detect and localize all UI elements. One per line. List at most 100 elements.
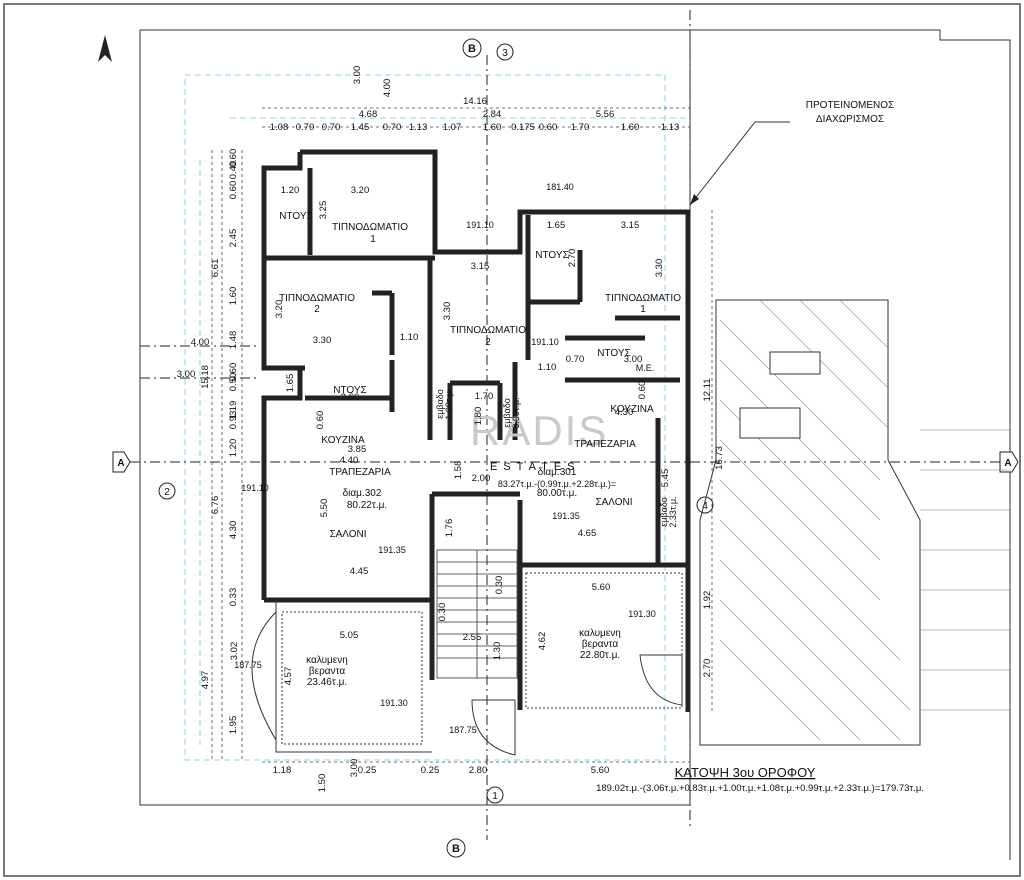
room-label-dining: ΤΡΑΠΕΖΑΡΙΑ [329, 467, 391, 478]
level-marker: 191.30 [380, 698, 408, 708]
dimension-label: 1.92 [702, 591, 713, 610]
dimension-label: 3.02 [229, 642, 240, 661]
dimension-label: 0.60 [315, 411, 326, 430]
dimension-label: 3.30 [313, 335, 332, 346]
veranda-label: βεραντα [582, 639, 618, 650]
axis-marker-b-bottom: B [446, 838, 466, 858]
dimension-label: 3.00 [177, 369, 196, 380]
area-formula: 189.02τ.μ.-(3.06τ.μ.+0.83τ.μ.+1.00τ.μ.+1… [596, 783, 924, 794]
dimension-label: 2.70 [702, 659, 713, 678]
dimension-label: 3.30 [654, 259, 665, 278]
veranda-label: καλυμενη [579, 628, 621, 639]
dimension-label: 1.10 [538, 362, 557, 373]
proposed-division-label: ΔΙΑΧΩΡΙΣΜΟΣ [816, 114, 884, 125]
proposed-division-label: ΠΡΟΤΕΙΝΟΜΕΝΟΣ [806, 100, 894, 111]
dimension-label: 1.80 [473, 407, 484, 426]
dimension-label: 0.30 [494, 576, 505, 595]
shaft-label: εμβαδο [659, 497, 669, 527]
veranda-label: καλυμενη [306, 655, 348, 666]
room-label-kitchen: ΚΟΥΖΙΝΑ [321, 435, 365, 446]
dimension-label: 0.60 [539, 122, 558, 133]
room-label-me: Μ.Ε. [636, 363, 655, 373]
dimension-label: 2.84 [483, 109, 502, 120]
room-label-dining: ΤΡΑΠΕΖΑΡΙΑ [574, 439, 636, 450]
dimension-label: 2.00 [472, 473, 491, 484]
room-label-wc: ΝΤΟΥΣ [333, 385, 366, 396]
room-label-bedroom: ΤΙΠΝΟΔΩΜΑΤΙΟ [450, 325, 526, 336]
dimension-label: 1.10 [400, 332, 419, 343]
dimension-label: 1.20 [228, 439, 239, 458]
dimension-label: 2.70 [567, 249, 578, 268]
room-label-living: ΣΑΛΟΝΙ [329, 529, 366, 540]
room-number: 2 [485, 337, 491, 348]
dimension-label: 12.11 [702, 378, 713, 401]
dimension-label: 0.50 [228, 373, 239, 392]
level-marker: 191.30 [628, 609, 656, 619]
dimension-label: 0.70 [383, 122, 402, 133]
svg-text:1: 1 [492, 791, 498, 802]
axis-marker-4: 4 [696, 496, 714, 514]
dimension-label: 1.18 [273, 765, 292, 776]
dimension-label: 1.30 [492, 642, 503, 661]
level-marker: 187.75 [234, 660, 262, 670]
dimension-label: 5.50 [319, 499, 330, 518]
dimension-label: 6.76 [210, 496, 221, 515]
dimension-label: 4.68 [359, 109, 378, 120]
plan-title: ΚΑΤΟΨΗ 3ου ΟΡΟΦΟΥ [675, 765, 816, 780]
level-marker: 191.10 [466, 220, 494, 230]
level-marker: 187.75 [449, 725, 477, 735]
dimension-label: 1.95 [228, 716, 239, 735]
dimension-label: 2.80 [469, 765, 488, 776]
dimension-label: 4.40 [340, 455, 359, 466]
apartment-label: διαμ.302 [343, 488, 382, 499]
dimension-label: 1.70 [571, 122, 590, 133]
shaft-area: 2.33τ.μ. [668, 496, 678, 527]
setback-line [184, 74, 666, 761]
level-marker: 181.40 [546, 182, 574, 192]
dimension-label: 3.20 [351, 185, 370, 196]
dimension-label: 0.70 [322, 122, 341, 133]
dimension-label: 0.60 [228, 363, 239, 382]
room-label-kitchen: ΚΟΥΖΙΝΑ [610, 404, 654, 415]
dimension-label: 5.56 [596, 109, 615, 120]
dimension-label: 1.60 [621, 122, 640, 133]
apartment-area-formula: 83.27τ.μ.-(0.99τ.μ.+2.28τ.μ.)= [498, 479, 616, 489]
level-marker: 191.10 [531, 337, 559, 347]
apartment-label: διαμ.301 [538, 467, 577, 478]
dimension-label: 1.70 [475, 391, 494, 402]
axis-marker-b-top: B [462, 38, 482, 58]
shaft-label: εμβαδο [435, 389, 445, 419]
stair [436, 549, 518, 679]
dimension-label: 0.60 [228, 181, 239, 200]
dimension-label: 4.45 [350, 566, 369, 577]
shaft-area: 0.99τ.μ. [511, 397, 521, 428]
dimension-label: 1.50 [317, 774, 328, 793]
dimension-label: 0.93 [228, 411, 239, 430]
dimension-label: 3.30 [442, 302, 453, 321]
dimension-label: 4.97 [200, 671, 211, 690]
level-marker: 191.10 [241, 483, 269, 493]
drawing-frame [3, 3, 1021, 877]
dimension-label: 0.25 [421, 765, 440, 776]
dimension-label: 4.30 [615, 407, 634, 418]
dimension-label: 14.16 [463, 96, 487, 107]
axis-marker-a-right: A [999, 451, 1019, 473]
dimension-label: 2.60 [341, 392, 360, 403]
svg-text:B: B [452, 843, 460, 855]
watermark-logo: RADIS [470, 407, 608, 454]
room-label-wc: ΝΤΟΥΣ [597, 348, 630, 359]
room-label-living: ΣΑΛΟΝΙ [595, 497, 632, 508]
dimension-label: 4.30 [228, 521, 239, 540]
dimension-label: 1.65 [547, 220, 566, 231]
dimension-label: 5.05 [340, 630, 359, 641]
dimension-label: 5.60 [591, 765, 610, 776]
svg-text:4: 4 [702, 501, 708, 512]
dimension-label: 1.08 [270, 122, 289, 133]
dimension-label: 1.19 [228, 401, 239, 420]
dimension-label: 1.60 [483, 122, 502, 133]
dimension-label: 4.65 [578, 528, 597, 539]
svg-text:A: A [117, 458, 124, 469]
dimension-label: 3.85 [348, 444, 367, 455]
dimension-label: 15.18 [200, 365, 211, 389]
room-label-wc: ΝΤΟΥΣ [535, 250, 568, 261]
